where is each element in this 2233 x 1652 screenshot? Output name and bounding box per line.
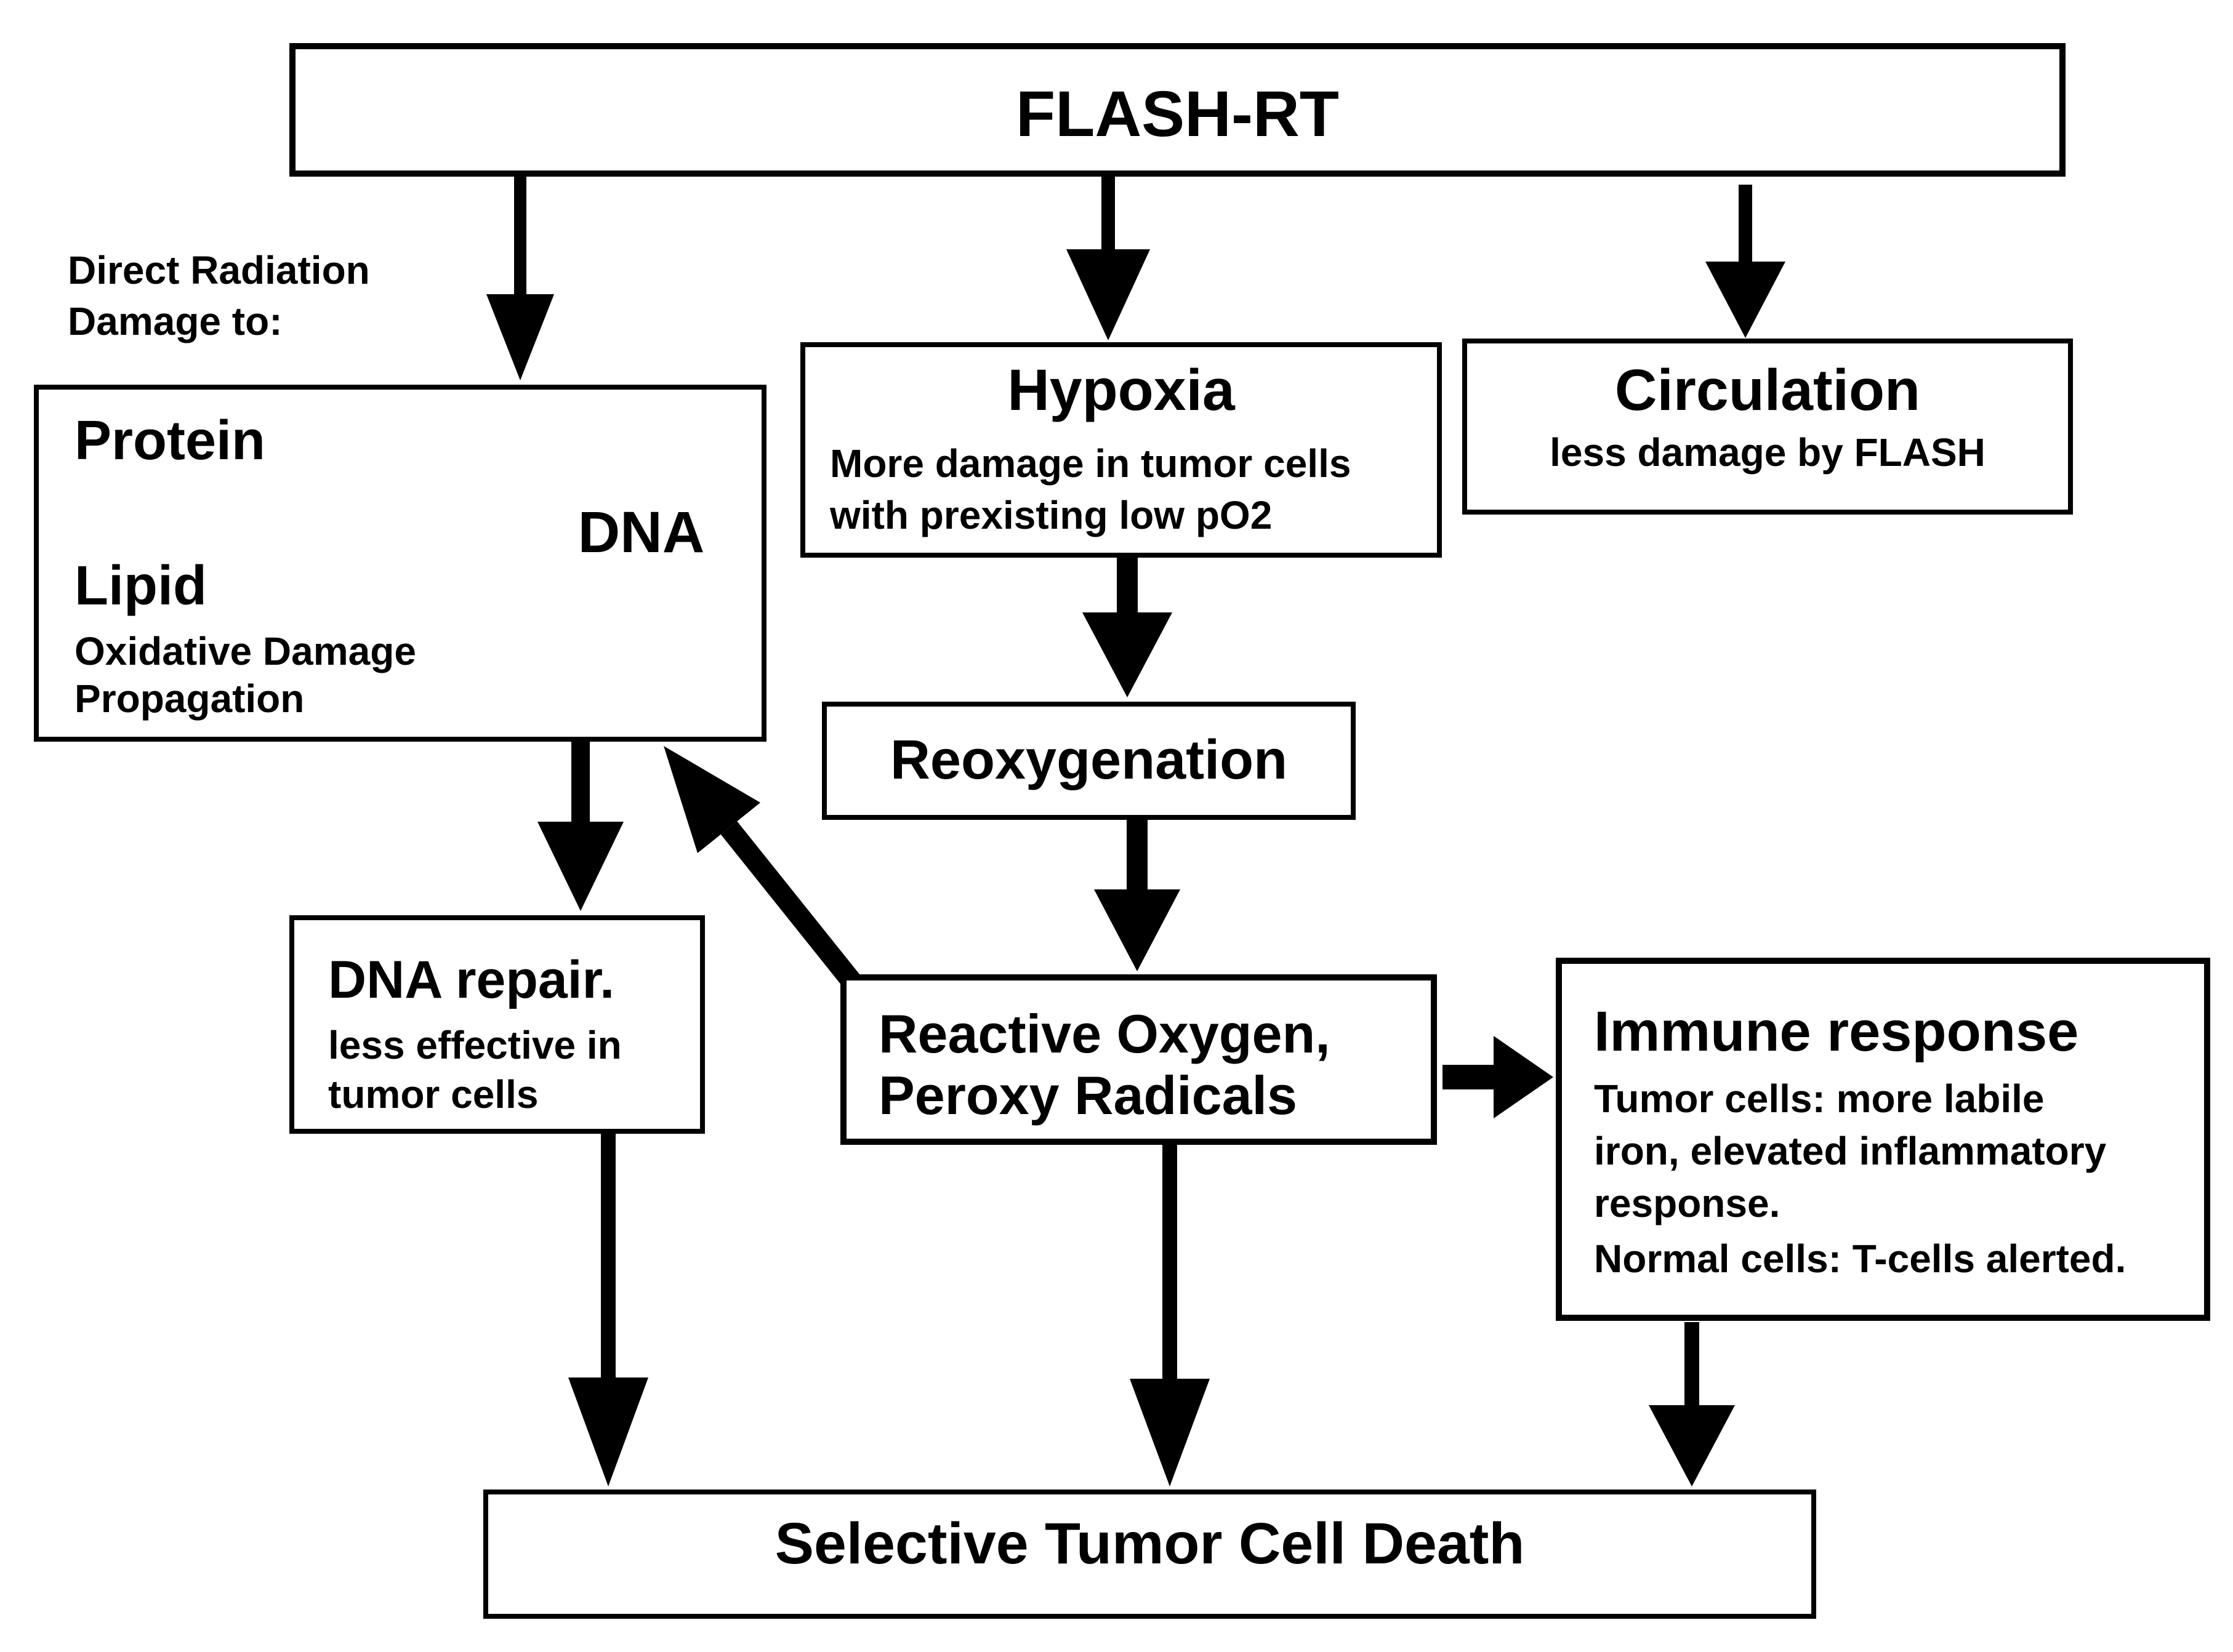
immune-response-title: Immune response: [1594, 1000, 2079, 1063]
hypoxia-body-line2: with prexisting low pO2: [830, 493, 1273, 537]
reoxygenation-box: Reoxygenation: [822, 702, 1356, 820]
direct-damage-label-line1: Direct Radiation: [68, 248, 370, 292]
protein-label: Protein: [74, 410, 266, 471]
immune-response-body-line2: iron, elevated inflammatory: [1594, 1129, 2107, 1173]
flash-rt-box: FLASH-RT: [289, 43, 2066, 177]
direct-damage-label: Direct Radiation Damage to:: [68, 245, 370, 347]
lipid-note-line2: Propagation: [74, 676, 305, 721]
arrow-flashrt-to-hypoxia: [1066, 174, 1150, 340]
arrow-immune-response-to-outcome: [1649, 1322, 1735, 1486]
arrow-hypoxia-to-reoxygenation: [1082, 556, 1172, 697]
dna-repair-box: DNA repair. less effective in tumor cell…: [289, 915, 705, 1134]
arrow-flashrt-to-circulation: [1705, 185, 1785, 338]
immune-response-box: Immune response Tumor cells: more labile…: [1556, 958, 2210, 1321]
damage-targets-box: Protein Lipid Oxidative Damage Propagati…: [34, 385, 766, 742]
outcome-title: Selective Tumor Cell Death: [775, 1511, 1525, 1576]
dna-repair-body-line1: less effective in: [328, 1023, 622, 1067]
arrow-dna-repair-to-outcome: [568, 1131, 648, 1486]
reactive-oxygen-title-line2: Peroxy Radicals: [879, 1065, 1297, 1126]
arrow-dna-to-dna-repair: [537, 740, 624, 911]
immune-response-body-line1: Tumor cells: more labile: [1594, 1077, 2045, 1121]
lipid-note-line1: Oxidative Damage: [74, 629, 416, 673]
hypoxia-title: Hypoxia: [1007, 358, 1235, 423]
immune-response-body-line3: response.: [1594, 1181, 1780, 1225]
direct-damage-label-line2: Damage to:: [68, 299, 283, 343]
hypoxia-box: Hypoxia More damage in tumor cells with …: [800, 342, 1442, 558]
dna-repair-body-line2: tumor cells: [328, 1072, 539, 1117]
dna-label: DNA: [577, 500, 705, 565]
arrow-reoxygenation-to-reactive-oxygen: [1094, 817, 1180, 971]
reactive-oxygen-box: Reactive Oxygen, Peroxy Radicals: [840, 974, 1437, 1145]
circulation-body: less damage by FLASH: [1550, 430, 1986, 475]
outcome-box: Selective Tumor Cell Death: [483, 1490, 1816, 1619]
reoxygenation-title: Reoxygenation: [890, 729, 1288, 791]
dna-repair-title: DNA repair.: [328, 950, 615, 1009]
arrow-flashrt-to-damage-targets: [486, 174, 554, 380]
hypoxia-body-line1: More damage in tumor cells: [830, 441, 1351, 486]
lipid-label: Lipid: [74, 555, 207, 617]
immune-response-body-line4: Normal cells: T-cells alerted.: [1594, 1237, 2126, 1281]
reactive-oxygen-title-line1: Reactive Oxygen,: [879, 1003, 1330, 1064]
circulation-box: Circulation less damage by FLASH: [1462, 339, 2073, 515]
arrow-reactive-oxygen-to-immune-response: [1442, 1036, 1553, 1118]
arrow-reactive-oxygen-to-outcome: [1130, 1144, 1210, 1486]
flash-rt-title: FLASH-RT: [1016, 78, 1339, 150]
circulation-title: Circulation: [1614, 358, 1921, 423]
